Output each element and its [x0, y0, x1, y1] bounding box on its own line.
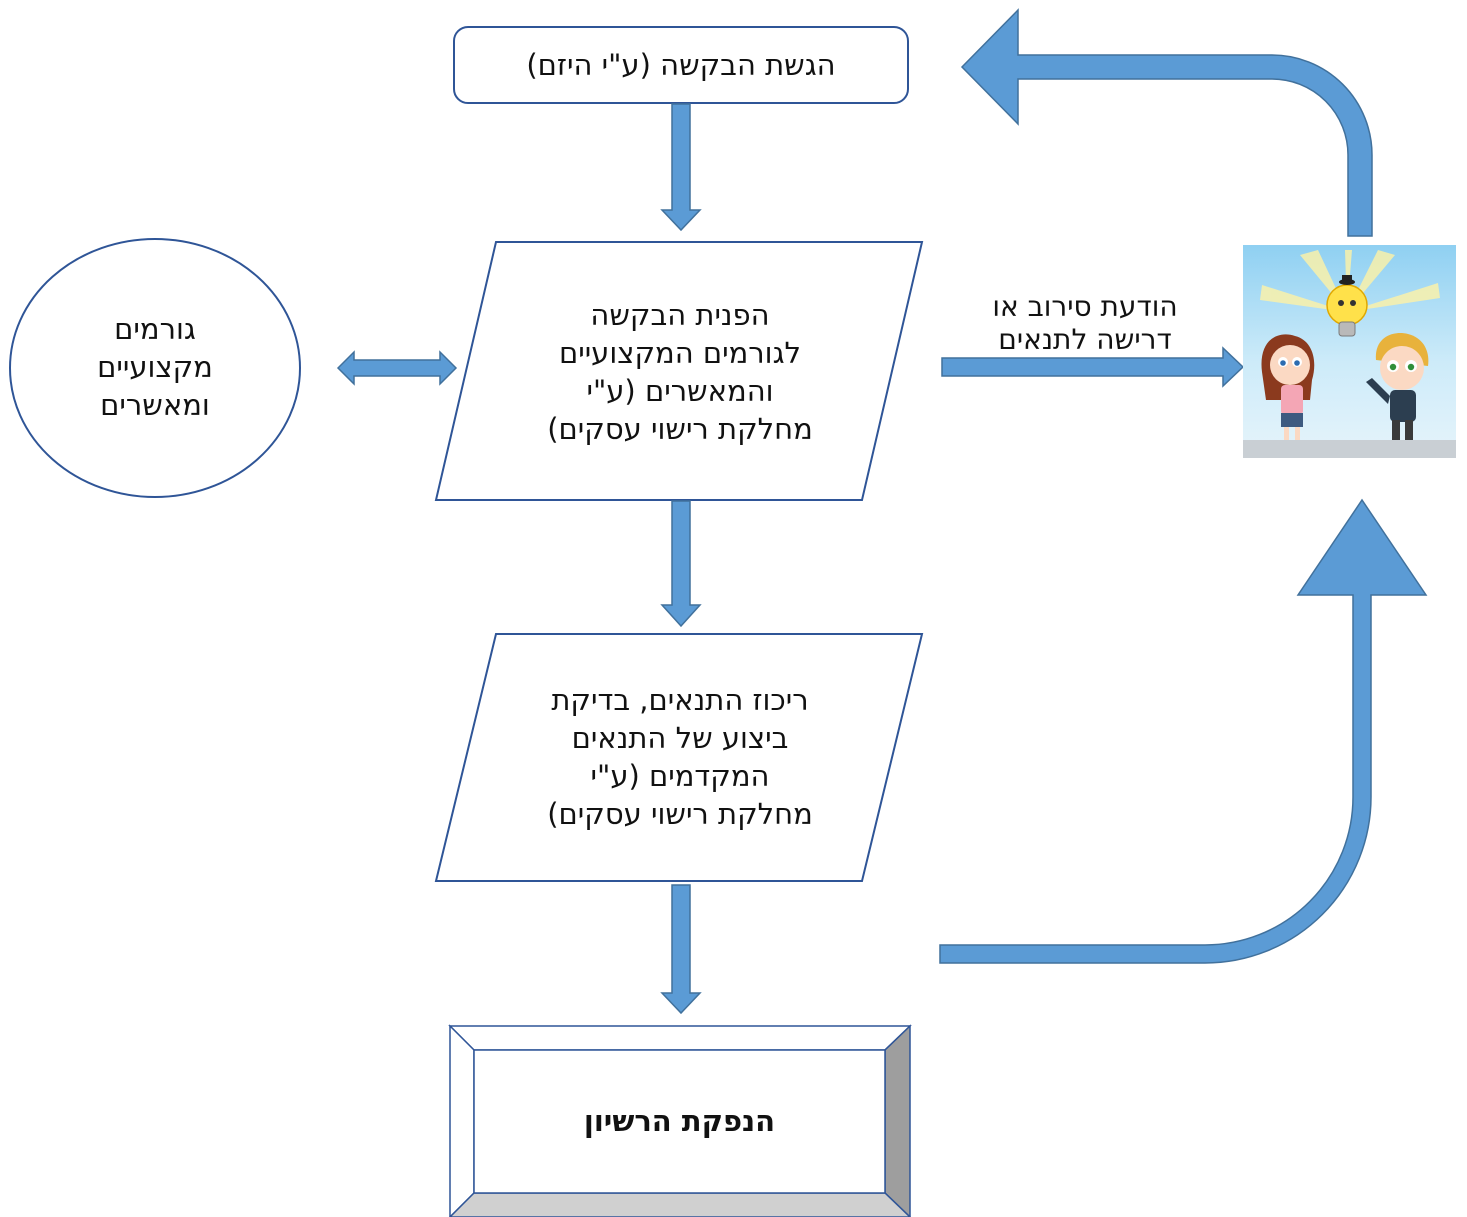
- arrow-refer-professionals-double: [336, 350, 458, 386]
- issue-bevel-top: [448, 1025, 912, 1051]
- issue-bevel-left: [449, 1024, 475, 1217]
- arrow-curved-back-to-submit: [960, 8, 1373, 237]
- idea-lightbulb-kids-illustration: [1243, 245, 1456, 458]
- issue-face: [473, 1049, 886, 1194]
- node-license-issuance: [448, 1024, 912, 1217]
- rejection-notice-label: הודעת סירוב או דרישה לתנאים: [992, 290, 1178, 356]
- issue-bevel-right: [884, 1024, 911, 1217]
- boy-character-icon: [1366, 333, 1429, 440]
- arrow-refer-to-consolidate: [660, 500, 702, 628]
- illustration-ground: [1243, 440, 1456, 458]
- node-consolidate-conditions: [434, 633, 924, 882]
- node-professional-authorities: [9, 238, 301, 498]
- node-issue-label: הנפקת הרשיון: [583, 1104, 776, 1138]
- arrow-rejection-notice: [941, 346, 1245, 388]
- arrow-curved-up-to-illustration: [939, 498, 1428, 964]
- node-consolidate-label: ריכוז התנאים, בדיקת ביצוע של התנאים המקד…: [547, 683, 813, 831]
- node-refer-request: [434, 241, 924, 501]
- node-professionals-label: גורמים מקצועיים ומאשרים: [97, 312, 213, 422]
- node-submit-label: הגשת הבקשה (ע"י היזם): [526, 48, 836, 82]
- issue-bevel-bottom: [448, 1192, 912, 1217]
- arrow-submit-to-refer: [660, 103, 702, 232]
- node-submit-request: [453, 26, 909, 104]
- node-refer-label: הפנית הבקשה לגורמים המקצועיים והמאשרים (…: [547, 298, 813, 446]
- girl-character-icon: [1261, 334, 1315, 440]
- arrow-consolidate-to-issue: [660, 884, 702, 1015]
- lightbulb-icon: [1326, 275, 1368, 337]
